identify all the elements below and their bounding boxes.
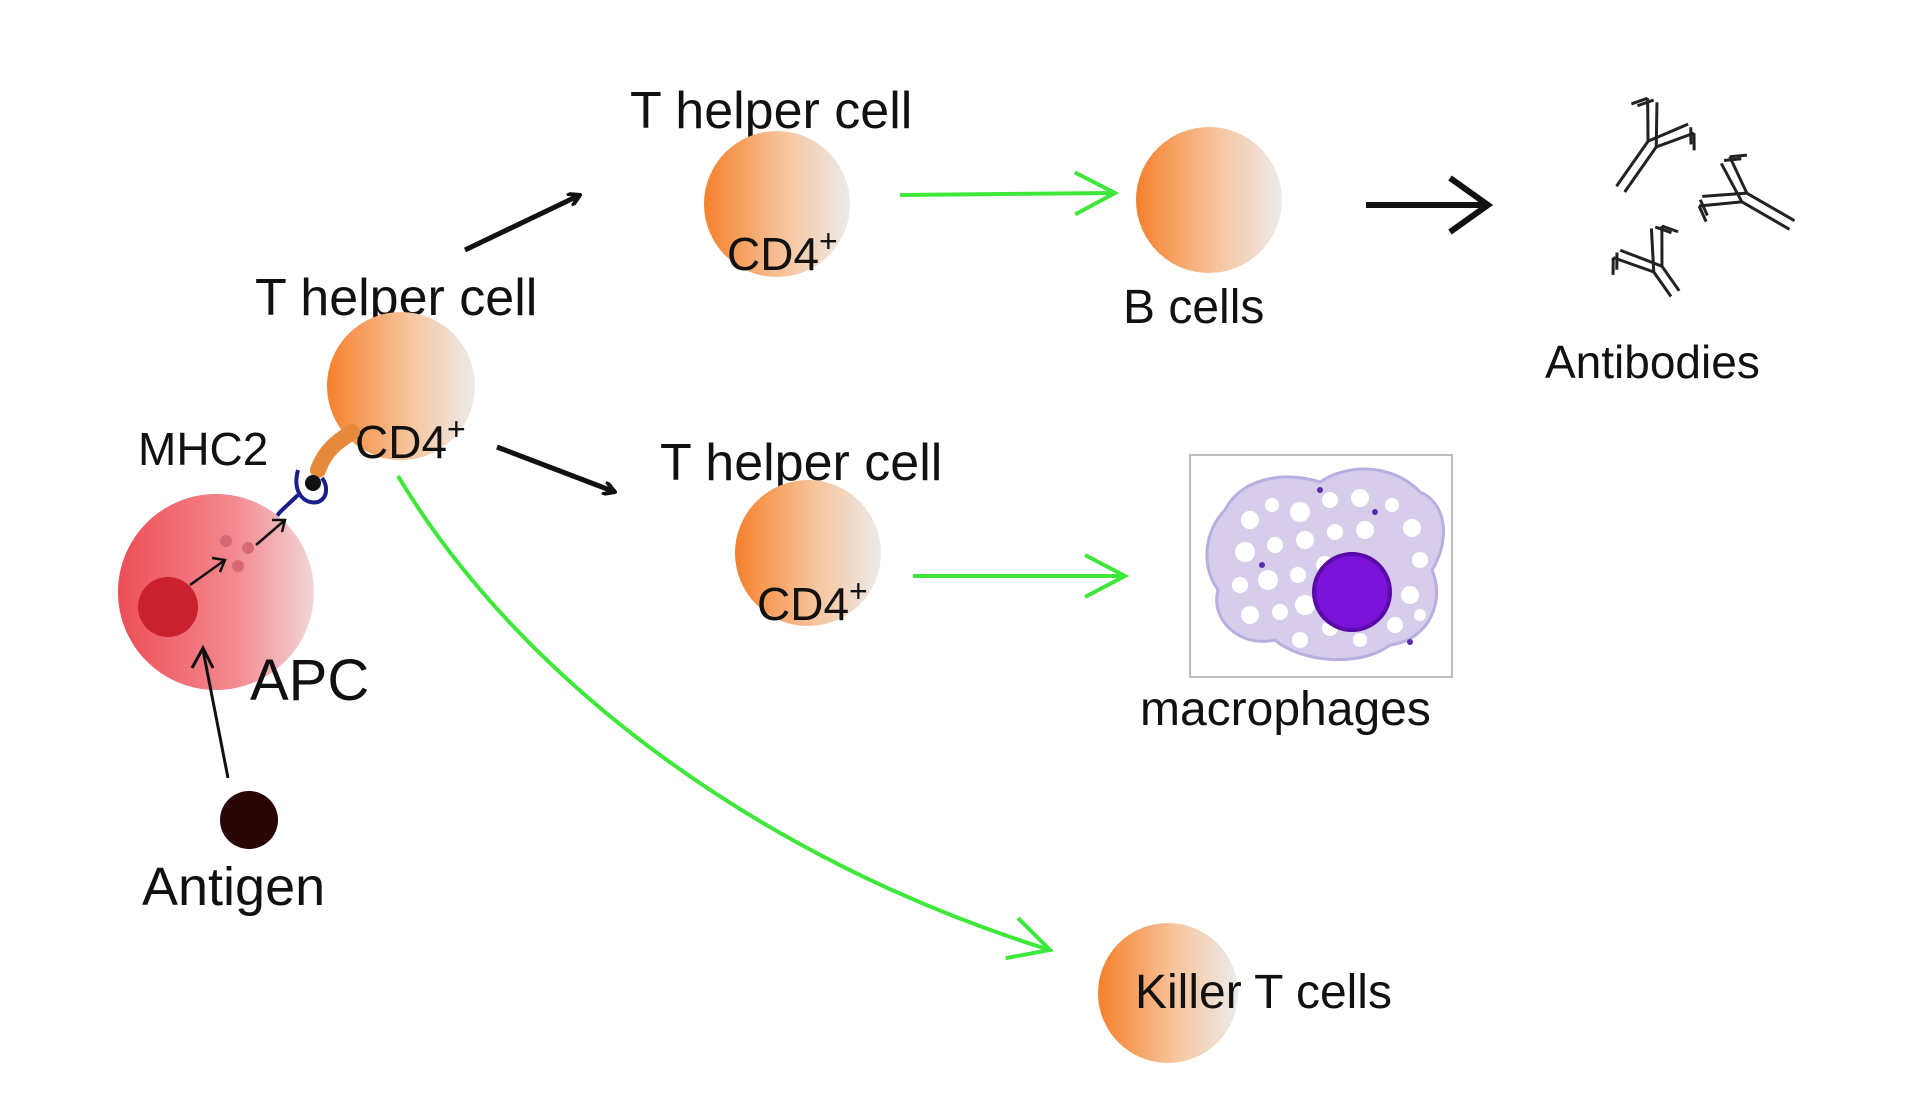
cd4-receptor [310,424,360,478]
black-arrow-to-top-t-helper [463,195,580,253]
green-arrow-to-b-cells [899,170,1120,217]
t-helper-top-label: T helper cell [630,82,912,140]
apc-nucleus [138,577,198,637]
antibodies-label: Antibodies [1545,336,1760,388]
antigen-arrowhead [190,644,215,669]
antigen-arrow [201,649,230,779]
antigen-label: Antigen [142,857,325,917]
macrophages-label: macrophages [1140,683,1431,736]
black-arrow-to-mid-t-helper [496,444,615,492]
apc-label: APC [250,648,369,713]
macrophage-icon [1205,467,1445,662]
t-helper-center-cd4: CD4+ [355,411,466,468]
apc-internal-arrows [189,518,287,587]
t-helper-center-cell [327,312,475,460]
t-helper-top-cell [704,131,850,277]
killer-t-cell [1098,923,1238,1063]
b-cells-label: B cells [1123,281,1264,334]
antibodies-icon [1611,96,1796,298]
b-cell [1136,127,1282,273]
killer-t-cells-label: Killer T cells [1135,966,1392,1019]
t-helper-mid-cell [735,480,881,626]
antigen-particle [220,791,278,849]
peptide-antigen-dot [305,475,321,491]
mhc2-label: MHC2 [138,423,268,475]
apc-cell [118,494,314,690]
t-helper-top-cd4: CD4+ [727,223,838,280]
apc-vesicles [220,535,254,572]
black-arrowhead-antibodies [1448,175,1494,235]
green-arrow-to-killer-t-cells [396,474,1055,961]
t-helper-mid-cd4: CD4+ [757,573,868,630]
